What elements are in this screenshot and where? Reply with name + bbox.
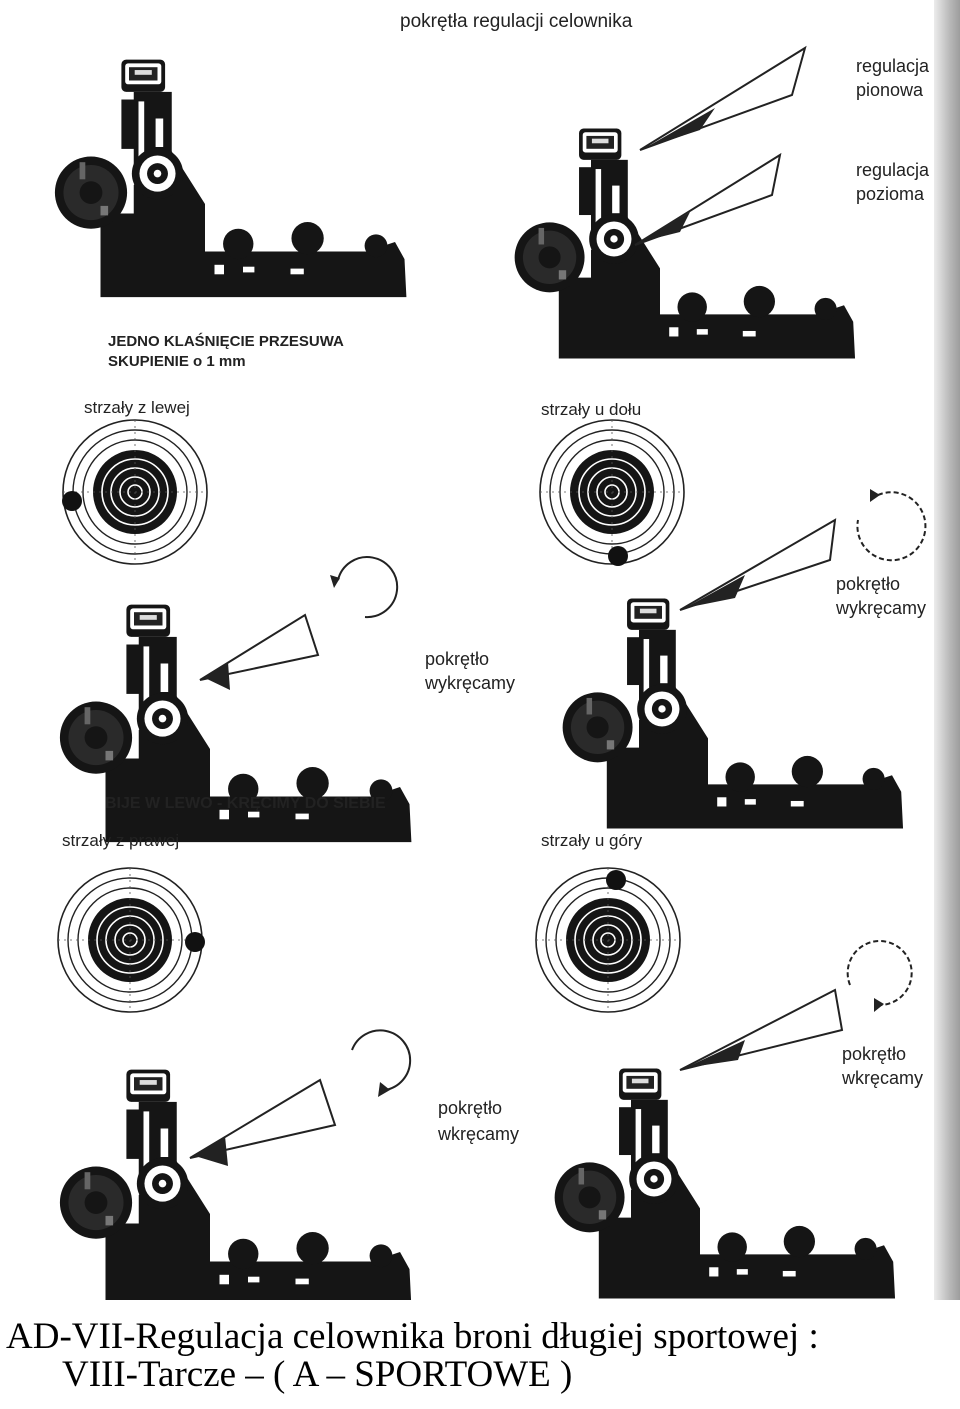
knob-in-label-left-line1: pokrętło xyxy=(438,1098,502,1118)
scan-edge-shadow xyxy=(934,0,960,1300)
shot-group-marker xyxy=(608,546,628,566)
target-shots-right xyxy=(57,867,205,1013)
caption-line1: AD-VII-Regulacja celownika broni długiej… xyxy=(6,1316,819,1357)
sight-illustration-2 xyxy=(514,45,856,359)
sight-illustration-1 xyxy=(54,59,407,298)
sight-adjustment-diagram: pokrętła regulacji celownika regulacja p… xyxy=(54,11,930,1300)
shot-group-marker xyxy=(185,932,205,952)
low-shots-label: strzały u dołu xyxy=(541,400,641,419)
sight-illustration-4 xyxy=(562,518,904,829)
knob-out-label-right-line1: pokrętło xyxy=(836,574,900,594)
target-shots-low xyxy=(539,419,685,566)
sight-illustration-5 xyxy=(59,1069,412,1300)
hits-left-note: BIJE W LEWO - KRĘCIMY DO SIEBIE xyxy=(105,795,386,812)
knob-in-label-right-line2: wkręcamy xyxy=(841,1068,923,1088)
horizontal-label-line1: regulacja xyxy=(856,160,930,180)
vertical-label-line1: regulacja xyxy=(856,56,930,76)
caption-line2: VIII-Tarcze – ( A – SPORTOWE ) xyxy=(62,1354,573,1395)
high-shots-label: strzały u góry xyxy=(541,831,643,850)
document-caption: AD-VII-Regulacja celownika broni długiej… xyxy=(6,1318,946,1394)
click-note-line2: SKUPIENIE o 1 mm xyxy=(108,353,246,370)
vertical-label-line2: pionowa xyxy=(856,80,924,100)
knob-in-label-left-line2: wkręcamy xyxy=(437,1124,519,1144)
rotation-arrow-in-right xyxy=(846,940,913,1012)
click-note-line1: JEDNO KLAŚNIĘCIE PRZESUWA xyxy=(108,332,344,350)
knob-in-label-right-line1: pokrętło xyxy=(842,1044,906,1064)
horizontal-label-line2: pozioma xyxy=(856,184,925,204)
right-shots-label: strzały z prawej xyxy=(62,831,179,850)
rotation-arrow-in-left xyxy=(351,1029,412,1097)
knob-out-label-right-line2: wykręcamy xyxy=(835,598,926,618)
shot-group-marker xyxy=(606,870,626,890)
header-label: pokrętła regulacji celownika xyxy=(400,11,633,32)
rotation-arrow-out-left xyxy=(330,556,399,619)
shot-group-marker xyxy=(62,491,82,511)
left-shots-label: strzały z lewej xyxy=(84,398,190,417)
sight-illustration-3 xyxy=(59,604,412,843)
sight-illustration-6 xyxy=(554,988,896,1299)
target-shots-left xyxy=(62,419,208,565)
rotation-arrow-out-right xyxy=(856,489,927,562)
knob-out-label-left-line2: wykręcamy xyxy=(424,673,515,693)
knob-out-label-left-line1: pokrętło xyxy=(425,649,489,669)
target-shots-high xyxy=(535,867,681,1013)
